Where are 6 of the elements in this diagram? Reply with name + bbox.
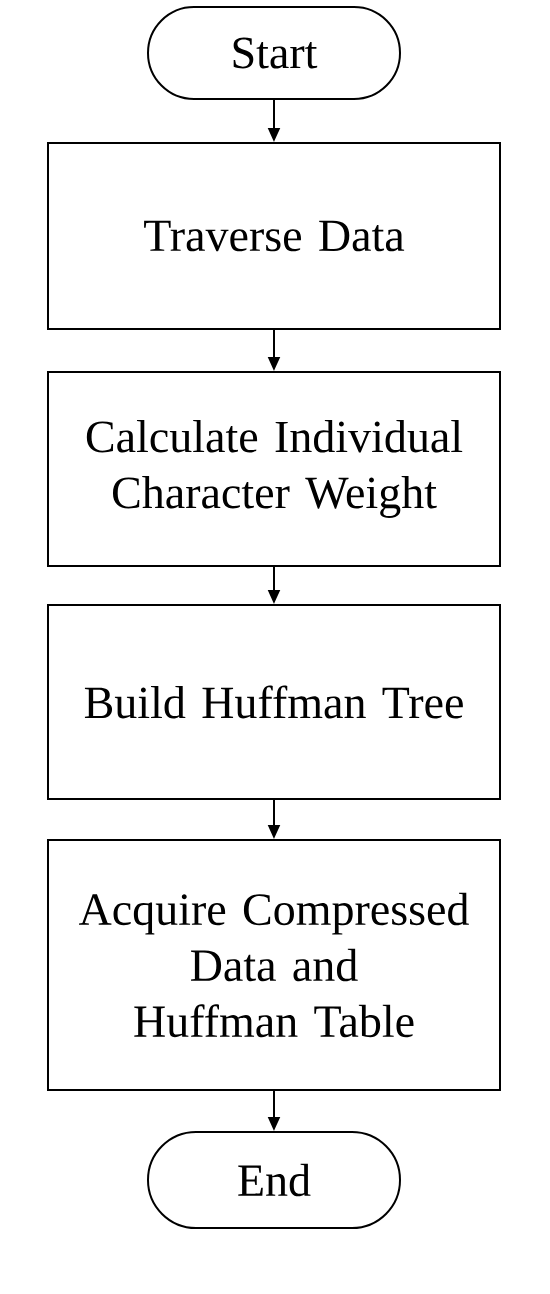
terminal-pill: End (147, 1131, 401, 1229)
process-box: Calculate Individual Character Weight (47, 371, 501, 567)
terminal-pill: Start (147, 6, 401, 100)
process-box: Traverse Data (47, 142, 501, 330)
process-box: Acquire Compressed Data and Huffman Table (47, 839, 501, 1091)
process-box: Build Huffman Tree (47, 604, 501, 800)
